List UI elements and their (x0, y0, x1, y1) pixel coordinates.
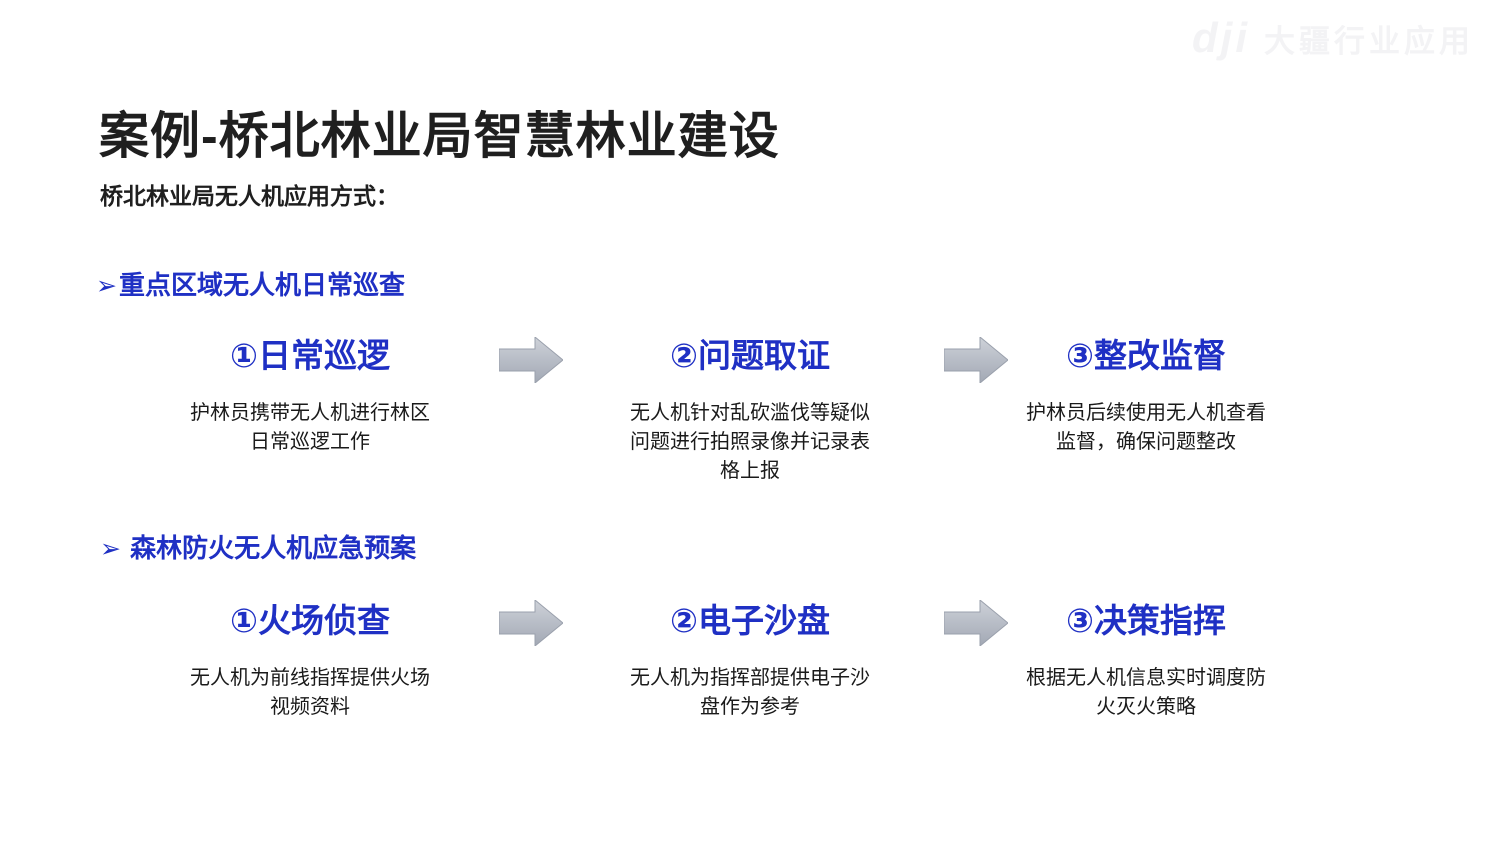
arrowhead-bullet-icon: ➢ (96, 272, 117, 300)
step-title: ①日常巡逻 (230, 337, 390, 374)
section-heading-daily-patrol: ➢重点区域无人机日常巡查 (96, 265, 405, 302)
right-arrow-icon (499, 337, 563, 383)
step-title: ②问题取证 (670, 337, 830, 374)
flow-step-daily-patrol-3: ③整改监督 护林员后续使用无人机查看监督，确保问题整改 (1006, 334, 1286, 457)
dji-watermark-label: 大疆行业应用 (1264, 23, 1474, 59)
step-title: ②电子沙盘 (670, 602, 830, 639)
step-description: 无人机为指挥部提供电子沙盘作为参考 (630, 667, 870, 718)
flow-step-fire-2: ②电子沙盘 无人机为指挥部提供电子沙盘作为参考 (610, 599, 890, 722)
dji-logo-icon: dji (1192, 14, 1250, 61)
step-description: 无人机为前线指挥提供火场视频资料 (190, 667, 430, 718)
right-arrow-icon (944, 600, 1008, 646)
flow-step-daily-patrol-2: ②问题取证 无人机针对乱砍滥伐等疑似问题进行拍照录像并记录表格上报 (610, 334, 890, 486)
step-title: ①火场侦查 (230, 602, 390, 639)
right-arrow-icon (499, 600, 563, 646)
section-heading-label: 森林防火无人机应急预案 (122, 533, 417, 563)
flow-step-daily-patrol-1: ①日常巡逻 护林员携带无人机进行林区日常巡逻工作 (170, 334, 450, 457)
section-heading-label: 重点区域无人机日常巡查 (118, 270, 405, 300)
arrowhead-bullet-icon: ➢ (100, 535, 121, 563)
section-heading-fire-emergency: ➢ 森林防火无人机应急预案 (100, 528, 416, 565)
page-title: 案例-桥北林业局智慧林业建设 (99, 108, 780, 164)
flow-step-fire-1: ①火场侦查 无人机为前线指挥提供火场视频资料 (170, 599, 450, 722)
step-description: 根据无人机信息实时调度防火灭火策略 (1026, 667, 1266, 718)
step-title: ③整改监督 (1066, 337, 1226, 374)
step-title: ③决策指挥 (1066, 602, 1226, 639)
right-arrow-icon (944, 337, 1008, 383)
dji-watermark: dji 大疆行业应用 (1192, 14, 1474, 62)
page-subtitle: 桥北林业局无人机应用方式： (100, 183, 399, 209)
step-description: 护林员后续使用无人机查看监督，确保问题整改 (1026, 402, 1266, 453)
flow-step-fire-3: ③决策指挥 根据无人机信息实时调度防火灭火策略 (1006, 599, 1286, 722)
step-description: 无人机针对乱砍滥伐等疑似问题进行拍照录像并记录表格上报 (630, 402, 870, 482)
step-description: 护林员携带无人机进行林区日常巡逻工作 (190, 402, 430, 453)
